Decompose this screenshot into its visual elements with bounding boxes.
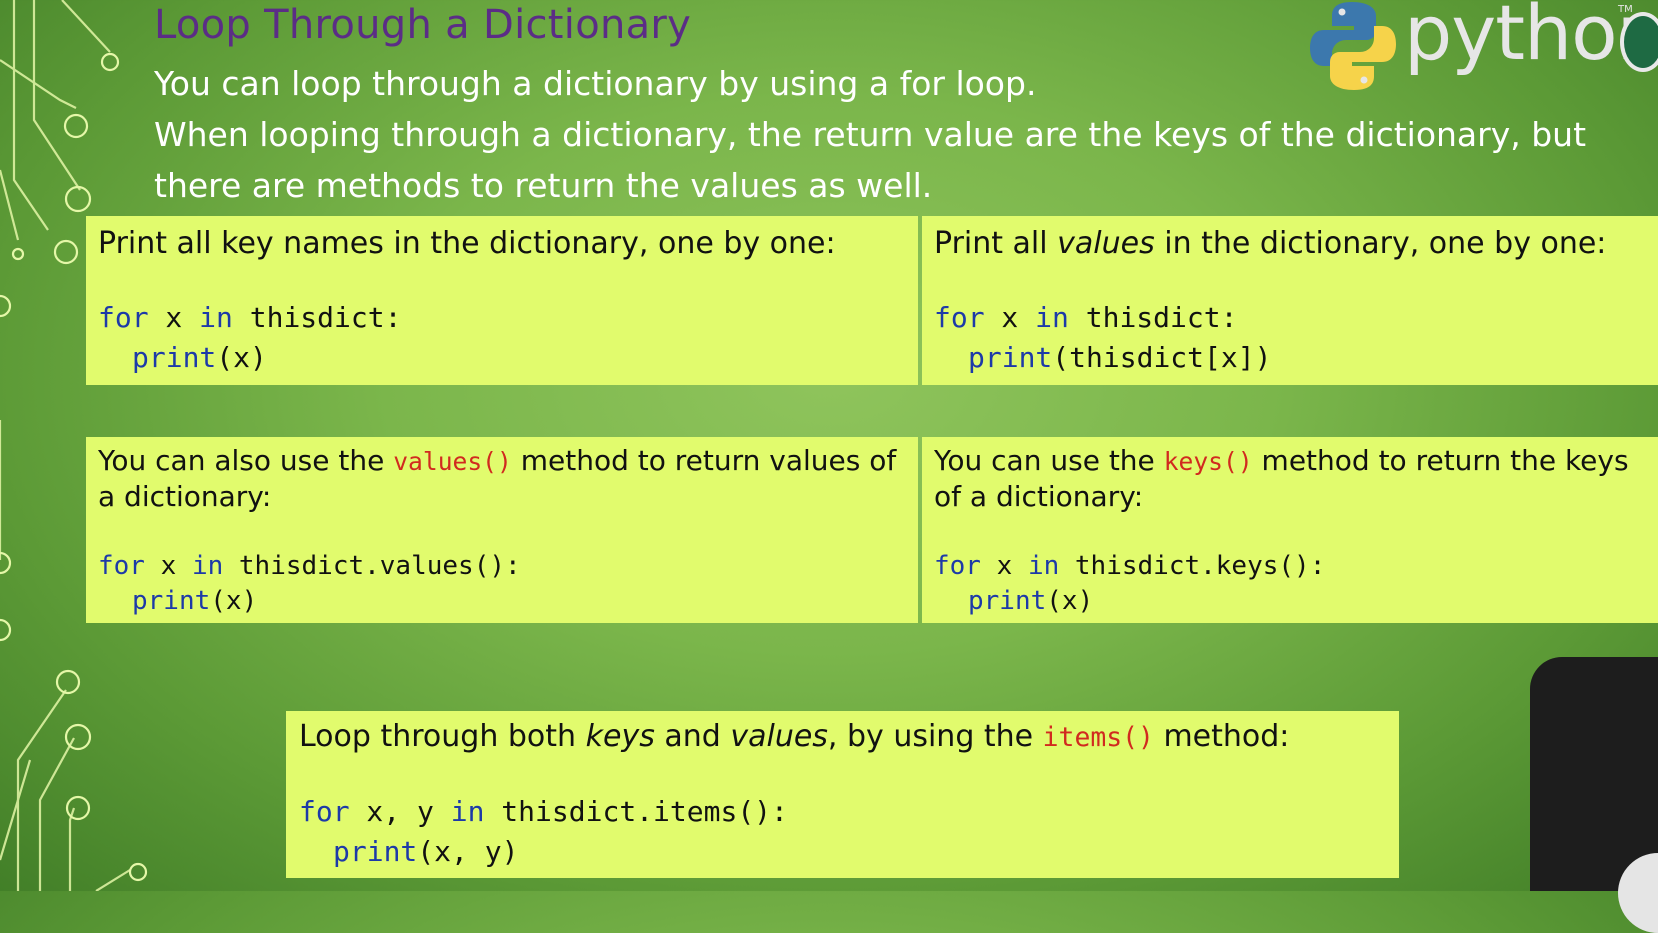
code-keyword: for [98, 301, 149, 334]
badge-icon [1620, 12, 1658, 72]
code-keyword: for [98, 551, 145, 581]
intro-line: You can loop through a dictionary by usi… [154, 64, 1037, 103]
python-wordmark: python [1404, 0, 1658, 77]
code-text: (x) [210, 586, 258, 616]
code-text: thisdict.items(): [484, 795, 788, 828]
python-logo-icon [1310, 2, 1396, 90]
heading-text: method: [1153, 719, 1290, 754]
heading-text: method to return the keys of a dictionar… [934, 444, 1629, 513]
example-heading: Print all key names in the dictionary, o… [98, 226, 836, 261]
code-keyword: for [934, 301, 985, 334]
code-function: print [968, 341, 1053, 374]
code-text: (x, y) [417, 835, 519, 868]
code-text: thisdict: [232, 301, 402, 334]
code-text: (x) [1046, 586, 1094, 616]
example-values-loop: Print all values in the dictionary, one … [922, 216, 1658, 385]
code-function: print [333, 835, 418, 868]
code-keyword: for [934, 551, 981, 581]
code-text: (x) [216, 341, 267, 374]
heading-text: method to return values of a dictionary: [98, 444, 897, 513]
code-keyword: for [299, 795, 350, 828]
video-overlay-panel [1530, 657, 1658, 891]
heading-text: You can also use the [98, 444, 394, 477]
code-text: (thisdict[x]) [1052, 341, 1272, 374]
code-keyword: in [450, 795, 485, 828]
example-heading: You can also use the values() method to … [98, 443, 906, 514]
example-items-method: Loop through both keys and values, by us… [286, 711, 1399, 878]
code-block: for x in thisdict: print(thisdict[x]) [934, 298, 1646, 378]
heading-text: Loop through both [299, 719, 586, 754]
example-values-method: You can also use the values() method to … [86, 437, 918, 623]
heading-text: , by using the [827, 719, 1043, 754]
code-function: print [132, 586, 211, 616]
code-function: print [968, 586, 1047, 616]
code-text: thisdict: [1068, 301, 1238, 334]
example-heading: Print all values in the dictionary, one … [934, 224, 1646, 264]
code-block: for x, y in thisdict.items(): print(x, y… [299, 792, 1386, 872]
example-keys-method: You can use the keys() method to return … [922, 437, 1658, 623]
code-text: x [144, 551, 192, 581]
heading-text: in the dictionary, one by one: [1154, 226, 1607, 261]
intro-line: there are methods to return the values a… [154, 166, 933, 205]
slide-title: Loop Through a Dictionary [154, 2, 692, 48]
example-heading: Loop through both keys and values, by us… [299, 717, 1386, 758]
code-block: for x in thisdict.keys(): print(x) [934, 549, 1646, 619]
code-text: x [984, 301, 1036, 334]
code-keyword: in [1027, 551, 1060, 581]
heading-emphasis: values [1057, 226, 1155, 261]
intro-text: You can loop through a dictionary by usi… [154, 58, 1634, 211]
code-text: x, y [349, 795, 451, 828]
trademark: TM [1618, 4, 1633, 15]
intro-line: When looping through a dictionary, the r… [154, 115, 1587, 154]
heading-text: and [654, 719, 731, 754]
code-text: x [980, 551, 1028, 581]
code-text: thisdict.values(): [223, 551, 521, 581]
example-heading: You can use the keys() method to return … [934, 443, 1646, 514]
code-function: print [132, 341, 217, 374]
code-block: for x in thisdict: print(x) [98, 298, 906, 378]
heading-text: Print all [934, 226, 1058, 261]
code-keyword: in [1035, 301, 1069, 334]
code-text: thisdict.keys(): [1059, 551, 1326, 581]
heading-emphasis: values [730, 719, 828, 754]
code-block: for x in thisdict.values(): print(x) [98, 549, 906, 619]
method-name: values() [393, 447, 512, 476]
circuit-decoration [0, 0, 148, 891]
code-keyword: in [199, 301, 233, 334]
heading-text: You can use the [934, 444, 1164, 477]
code-keyword: in [191, 551, 224, 581]
heading-emphasis: keys [585, 719, 655, 754]
example-keys-loop: Print all key names in the dictionary, o… [86, 216, 918, 385]
method-name: keys() [1163, 447, 1253, 476]
method-name: items() [1042, 722, 1154, 753]
python-logo: python TM [1300, 0, 1658, 92]
code-text: x [148, 301, 200, 334]
